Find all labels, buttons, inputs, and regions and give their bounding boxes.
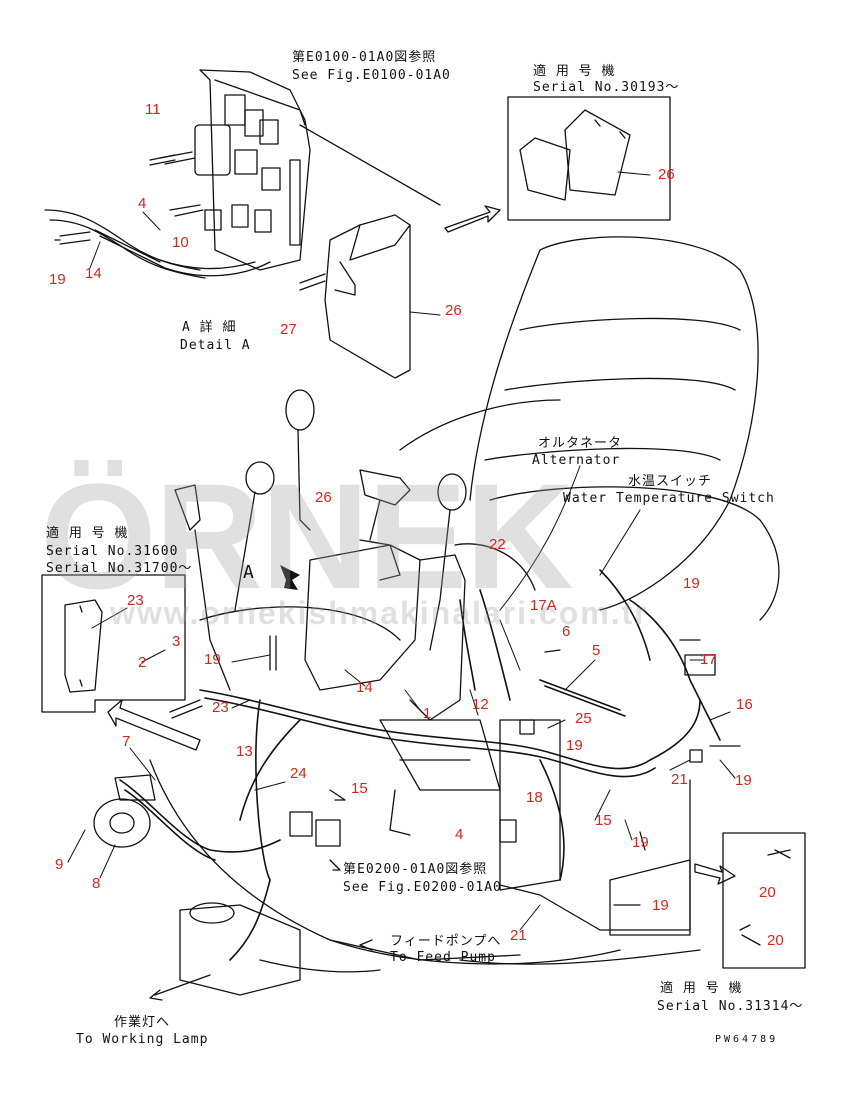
water-temp-en: Water Temperature Switch xyxy=(563,491,775,506)
part-number: 4 xyxy=(455,826,464,843)
part-number: 22 xyxy=(489,536,506,553)
serial-box-1-en: Serial No.30193～ xyxy=(533,80,680,95)
water-temp-jp: 水温スイッチ xyxy=(628,474,713,489)
part-number: 1 xyxy=(423,705,432,722)
part-number: 19 xyxy=(683,575,700,592)
part-number: 24 xyxy=(290,765,307,782)
bolts xyxy=(149,154,741,906)
part-number: 20 xyxy=(759,884,776,901)
machine-frame xyxy=(149,606,701,996)
part-number: 19 xyxy=(204,651,221,668)
serial-box-2-jp: 適 用 号 機 xyxy=(46,526,129,541)
watermark-url: www.ornekishmakinalari.com.tr xyxy=(110,595,649,631)
part-number: 19 xyxy=(735,772,752,789)
part-number: 17 xyxy=(700,651,717,668)
control-console xyxy=(304,539,536,721)
detail-a-jp: A 詳 細 xyxy=(182,320,237,335)
part-number: 15 xyxy=(595,812,612,829)
part-number: 6 xyxy=(562,623,571,640)
part-number: 19 xyxy=(566,737,583,754)
part-number: 5 xyxy=(592,642,601,659)
part-number: 19 xyxy=(632,834,649,851)
part-number: 23 xyxy=(212,699,229,716)
part-number: 26 xyxy=(658,166,675,183)
part-number: 27 xyxy=(280,321,297,338)
part-number: 17A xyxy=(530,597,557,614)
feed-pump-jp: フィードポンプへ xyxy=(390,934,502,949)
serial-box-3-en: Serial No.31314～ xyxy=(657,999,804,1014)
part-number: 14 xyxy=(85,265,102,282)
part-number: 16 xyxy=(736,696,753,713)
part-number: 7 xyxy=(122,733,131,750)
detail-a-relay-bracket xyxy=(44,69,441,291)
part-number: 11 xyxy=(145,101,161,118)
ref-top-en: See Fig.E0100-01A0 xyxy=(292,68,451,83)
part-number: 23 xyxy=(127,592,144,609)
detail-a-marker: A xyxy=(243,562,255,583)
part-number: 19 xyxy=(49,271,66,288)
alternator-jp: オルタネータ xyxy=(538,436,623,451)
serial-box-3-jp: 適 用 号 機 xyxy=(660,981,743,996)
part-number: 2 xyxy=(138,654,147,671)
operator-seat xyxy=(399,236,780,621)
drawing-code: PW64789 xyxy=(715,1034,779,1045)
part-number: 25 xyxy=(575,710,592,727)
feed-pump-en: To Feed Pump xyxy=(390,950,496,965)
part-number: 21 xyxy=(671,771,688,788)
part-number: 15 xyxy=(351,780,368,797)
ref-mid-en: See Fig.E0200-01A0 xyxy=(343,880,502,895)
part-number: 8 xyxy=(92,875,101,892)
watermark-brand: ÖRNEK xyxy=(40,452,574,620)
serial-box-2-en1: Serial No.31600 xyxy=(46,544,179,559)
part-number: 4 xyxy=(138,195,147,212)
part-number: 3 xyxy=(172,633,181,650)
part-number: 21 xyxy=(510,927,527,944)
part-number: 13 xyxy=(236,743,253,760)
serial-box-1-jp: 適 用 号 機 xyxy=(533,64,616,79)
horn xyxy=(93,774,156,848)
alternator-en: Alternator xyxy=(532,453,621,468)
part-number: 9 xyxy=(55,856,64,873)
part-number: 12 xyxy=(472,696,489,713)
part-number: 18 xyxy=(526,789,543,806)
ref-mid-jp: 第E0200-01A0図参照 xyxy=(343,862,488,877)
part-number: 26 xyxy=(315,489,332,506)
part-number: 14 xyxy=(356,679,373,696)
serial-box-2-en2: Serial No.31700～ xyxy=(46,561,193,576)
control-levers xyxy=(174,389,467,691)
part-number: 20 xyxy=(767,932,784,949)
detail-a-en: Detail A xyxy=(180,338,251,353)
connectors xyxy=(289,654,716,847)
leader-lines xyxy=(67,171,736,931)
working-lamp-en: To Working Lamp xyxy=(76,1032,209,1047)
part-number: 10 xyxy=(172,234,189,251)
working-lamp-jp: 作業灯へ xyxy=(114,1015,171,1030)
part-number: 26 xyxy=(445,302,462,319)
cover-plate xyxy=(324,214,411,379)
ref-top-jp: 第E0100-01A0図参照 xyxy=(292,50,437,65)
part-number: 19 xyxy=(652,897,669,914)
